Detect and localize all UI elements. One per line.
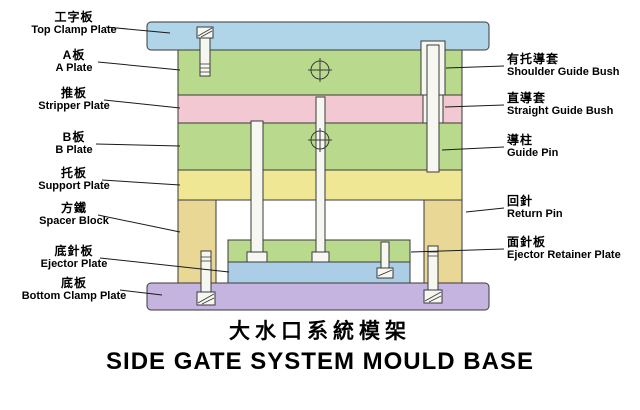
leader-support-plate <box>101 179 181 186</box>
leader-shoulder-guide-bush <box>445 65 505 69</box>
label-ejector-plate-en: Ejector Plate <box>40 258 108 270</box>
label-top-clamp-plate-en: Top Clamp Plate <box>31 24 117 36</box>
label-ejector-plate: 底針板 Ejector Plate <box>0 244 148 271</box>
leader-stripper-plate <box>103 99 181 109</box>
return-pin-head <box>246 251 268 263</box>
return-pin <box>250 120 264 257</box>
label-support-plate-zh: 托板 <box>60 166 87 180</box>
label-return-pin-zh: 回針 <box>507 194 534 208</box>
bottom-left-screw-head-hatch <box>197 293 215 304</box>
label-straight-guide-bush-zh: 直導套 <box>507 91 547 105</box>
ejector-pin-head <box>311 251 330 263</box>
label-a-plate-en: A Plate <box>55 62 93 74</box>
label-shoulder-guide-bush-zh: 有托導套 <box>507 52 560 66</box>
label-guide-pin-zh: 導柱 <box>507 133 534 147</box>
label-bottom-clamp-plate: 底板 Bottom Clamp Plate <box>0 276 148 303</box>
label-bottom-clamp-plate-en: Bottom Clamp Plate <box>21 290 127 302</box>
label-a-plate-zh: A板 <box>62 48 86 62</box>
label-top-clamp-plate: 工字板 Top Clamp Plate <box>0 10 148 37</box>
label-top-clamp-plate-zh: 工字板 <box>54 10 94 24</box>
top-screw-shaft <box>199 36 211 77</box>
label-spacer-block-en: Spacer Block <box>39 215 109 227</box>
label-ejector-retainer-plate: 面針板 Ejector Retainer Plate <box>507 235 639 262</box>
leader-return-pin <box>465 207 505 213</box>
label-ejector-retainer-plate-en: Ejector Retainer Plate <box>507 249 621 261</box>
leader-ejector-plate <box>99 257 230 273</box>
label-spacer-block: 方鐵 Spacer Block <box>0 201 148 228</box>
label-support-plate-en: Support Plate <box>38 180 110 192</box>
bottom-right-screw-shaft <box>427 245 439 291</box>
label-stripper-plate-zh: 推板 <box>60 86 87 100</box>
label-b-plate: B板 B Plate <box>0 130 148 157</box>
leader-guide-pin <box>441 146 505 151</box>
label-stripper-plate: 推板 Stripper Plate <box>0 86 148 113</box>
label-ejector-retainer-plate-zh: 面針板 <box>507 235 547 249</box>
title-english: SIDE GATE SYSTEM MOULD BASE <box>106 348 534 375</box>
label-guide-pin: 導柱 Guide Pin <box>507 133 639 160</box>
leader-a-plate <box>97 61 181 71</box>
label-return-pin-en: Return Pin <box>507 208 563 220</box>
label-a-plate: A板 A Plate <box>0 48 148 75</box>
label-shoulder-guide-bush-en: Shoulder Guide Bush <box>507 66 620 78</box>
guide-pin <box>426 44 440 173</box>
label-straight-guide-bush-en: Straight Guide Bush <box>507 105 614 117</box>
leader-straight-guide-bush <box>444 104 505 108</box>
label-b-plate-en: B Plate <box>55 144 93 156</box>
top-screw-head-hatch <box>197 27 213 37</box>
label-bottom-clamp-plate-zh: 底板 <box>60 276 87 290</box>
label-return-pin: 回針 Return Pin <box>507 194 639 221</box>
label-straight-guide-bush: 直導套 Straight Guide Bush <box>507 91 639 118</box>
label-guide-pin-en: Guide Pin <box>507 147 559 159</box>
label-shoulder-guide-bush: 有托導套 Shoulder Guide Bush <box>507 52 639 79</box>
label-b-plate-zh: B板 <box>62 130 86 144</box>
leader-spacer-block <box>97 214 181 233</box>
label-ejector-plate-zh: 底針板 <box>54 244 94 258</box>
bottom-right-screw-head-hatch <box>428 295 442 303</box>
leader-bottom-clamp-plate <box>119 289 163 296</box>
ejector-pin <box>315 96 326 256</box>
bottom-left-screw-head-hatch <box>201 297 215 305</box>
leader-top-clamp-plate <box>105 26 171 34</box>
title-chinese: 大水口系統模架 <box>229 320 411 343</box>
bottom-right-screw-head-hatch <box>424 291 442 302</box>
leader-b-plate <box>95 143 181 147</box>
label-support-plate: 托板 Support Plate <box>0 166 148 193</box>
leader-ejector-retainer-plate <box>410 248 505 253</box>
ejector-screw-shaft <box>380 241 390 269</box>
label-spacer-block-zh: 方鐵 <box>60 201 87 215</box>
ejector-screw-head-hatch <box>377 269 393 277</box>
bottom-clamp-plate <box>146 282 490 311</box>
top-screw-head-hatch <box>200 30 213 38</box>
label-stripper-plate-en: Stripper Plate <box>38 100 110 112</box>
